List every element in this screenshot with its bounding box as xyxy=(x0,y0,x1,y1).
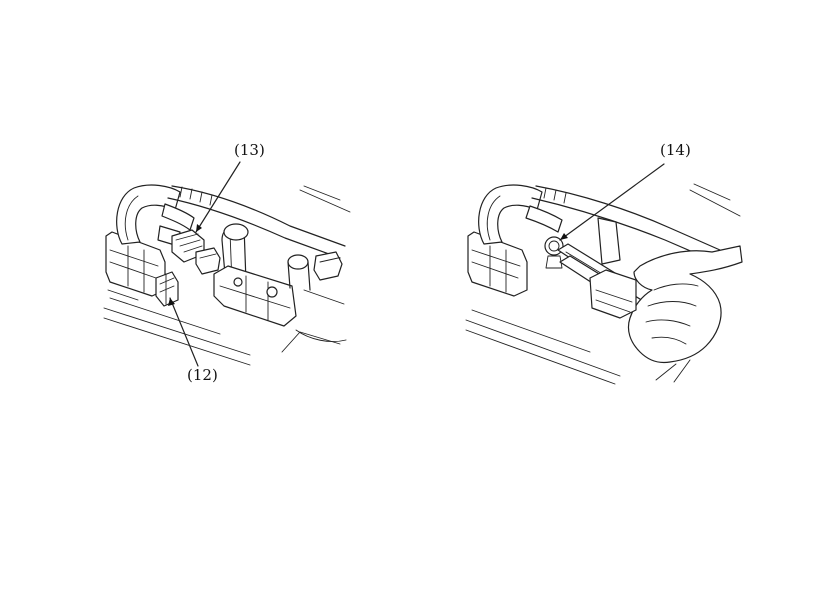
right-fig-rear-block xyxy=(590,270,636,318)
left-engine-illustration: (13) (12) xyxy=(0,0,420,595)
right-engine-drawing xyxy=(420,0,839,595)
leader-line-12 xyxy=(168,298,198,366)
right-engine-illustration: (14) xyxy=(420,0,839,595)
connector-12 xyxy=(156,272,178,306)
left-engine-drawing xyxy=(0,0,420,595)
leader-line-13 xyxy=(196,162,240,232)
callout-label-14: (14) xyxy=(660,141,691,159)
callout-label-12: (12) xyxy=(187,366,218,384)
bolt-14 xyxy=(545,237,563,268)
hand-holding-wrench xyxy=(628,246,742,382)
right-head-block xyxy=(214,266,296,326)
connector-13 xyxy=(172,230,220,274)
lower-cover-edges xyxy=(466,310,620,384)
callout-label-13: (13) xyxy=(234,141,265,159)
